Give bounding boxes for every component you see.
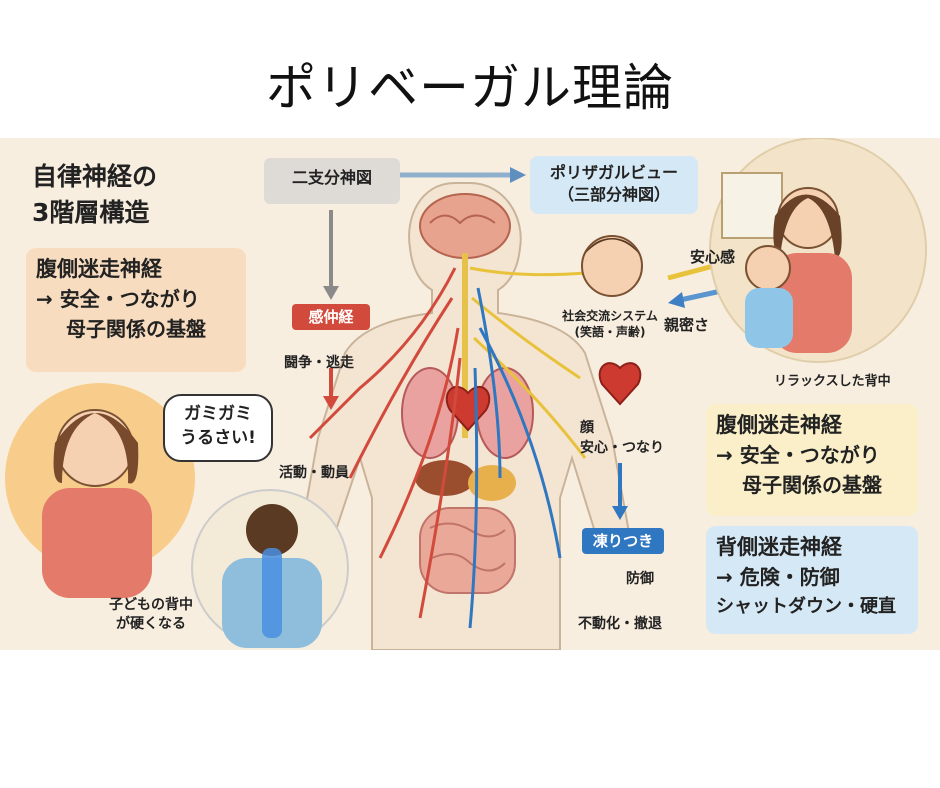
ventral-vagal-box-right: 腹側迷走神経 → 安全・つながり 母子関係の基盤 <box>706 404 918 516</box>
child-back-line-1: 子どもの背中 <box>109 597 193 613</box>
social-line-2: (笑語・声齢) <box>574 325 646 339</box>
boy-face <box>581 235 643 297</box>
dorsal-vagal-box: 背側迷走神経 → 危険・防御 シャットダウン・硬直 <box>706 526 918 634</box>
social-engagement-label: 社会交流システム (笑語・声齢) <box>544 308 676 340</box>
sympathetic-nerves <box>308 267 462 619</box>
box-line-2: → 安全・つながり <box>36 287 200 311</box>
box-line-3: 母子関係の基盤 <box>66 317 206 341</box>
speech-line-2: うるさい! <box>180 428 256 448</box>
two-branch-box: 二支分神図 <box>264 158 400 204</box>
fight-flight-label: 闘争・逃走 <box>284 355 354 371</box>
social-line-1: 社会交流システム <box>562 309 658 323</box>
immobilize-label: 不動化・撤退 <box>578 616 662 632</box>
illustration-panel: 自律神経の 3階層構造 腹側迷走神経 → 安全・つながり 母子関係の基盤 ガミガ… <box>0 138 940 650</box>
ventral-line-3: 母子関係の基盤 <box>742 473 882 497</box>
intimacy-label: 親密さ <box>664 316 710 334</box>
speech-bubble: ガミガミ うるさい! <box>163 394 273 462</box>
sympathetic-tag: 感仲経 <box>292 304 370 330</box>
relaxed-back-label: リラックスした背中 <box>774 374 891 389</box>
ventral-vagal-box-left: 腹側迷走神経 → 安全・つながり 母子関係の基盤 <box>26 248 246 372</box>
brain <box>419 193 511 259</box>
ventral-line-2: → 安全・つながり <box>716 443 880 467</box>
sense-of-safety-label: 安心感 <box>690 248 736 266</box>
polyvagal-view-line-1: ポリザガルビュー <box>549 163 678 182</box>
face-safety-label: 顔 安心・つなり <box>580 418 664 458</box>
ventral-title: 腹側迷走神経 <box>716 413 842 437</box>
dorsal-title: 背側迷走神経 <box>716 535 842 559</box>
nervous-system-illustration <box>5 138 927 650</box>
dorsal-line-3: シャットダウン・硬直 <box>716 596 896 617</box>
heading-line-2: 3階層構造 <box>32 198 150 227</box>
small-heart <box>598 362 642 406</box>
speech-line-1: ガミガミ <box>184 404 252 424</box>
face-line-1: 顔 <box>580 420 594 436</box>
box-title: 腹側迷走神経 <box>36 257 162 281</box>
defense-label: 防御 <box>626 571 654 587</box>
heading-line-1: 自律神経の <box>32 162 158 191</box>
face-line-2: 安心・つなり <box>580 440 664 456</box>
polyvagal-view-box: ポリザガルビュー （三部分神図） <box>530 156 698 214</box>
polyvagal-view-line-2: （三部分神図） <box>557 185 670 204</box>
child-back-caption: 子どもの背中 が硬くなる <box>86 596 216 634</box>
intestines <box>419 507 516 594</box>
child-back-line-2: が硬くなる <box>116 616 186 632</box>
dorsal-line-2: → 危険・防御 <box>716 565 840 589</box>
freeze-tag: 凍りつき <box>582 528 664 554</box>
dorsal-vagal-nerves <box>468 287 562 629</box>
stomach <box>468 465 516 501</box>
page-title: ポリベーガル理論 <box>266 59 674 117</box>
activation-label: 活動・動員 <box>279 465 349 481</box>
